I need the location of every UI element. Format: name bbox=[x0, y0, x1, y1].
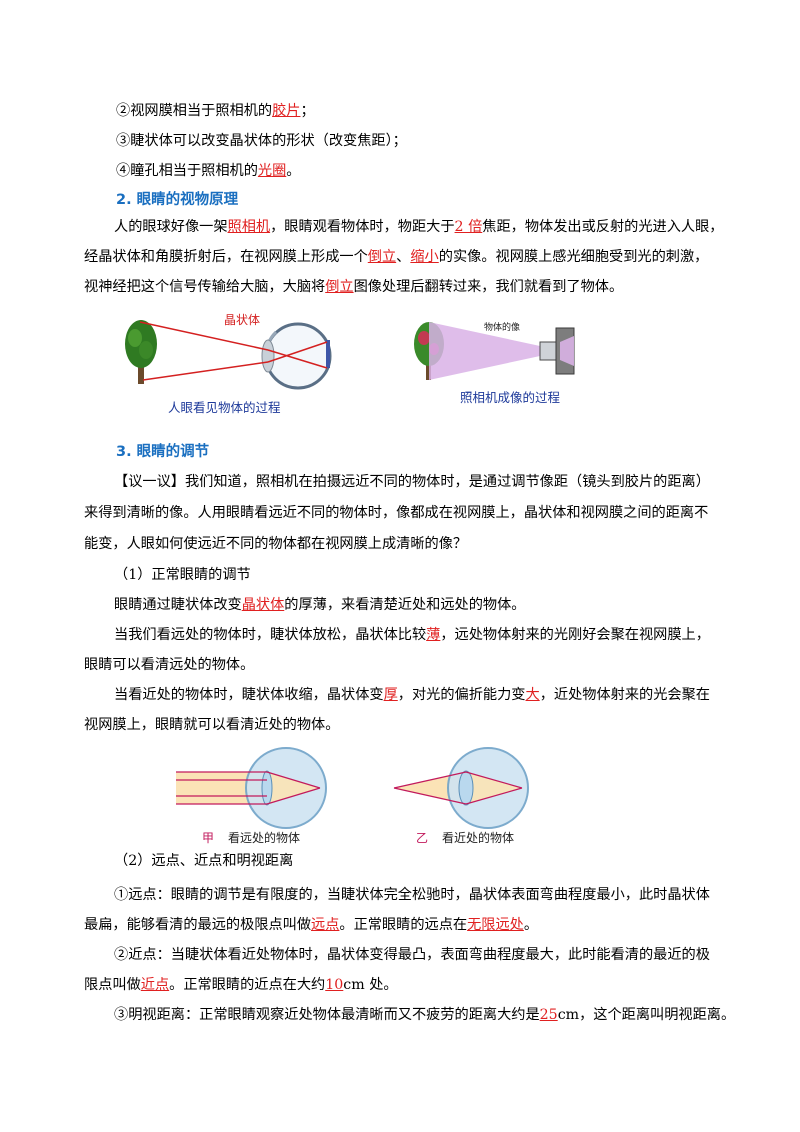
answer-blank: 2 倍 bbox=[454, 219, 483, 235]
figure-caption: 看远处的物体 bbox=[228, 830, 300, 845]
text-line: 经晶状体和角膜折射后，在视网膜上形成一个倒立、缩小的实像。视网膜上感光细胞受到光… bbox=[84, 242, 716, 272]
text: 最扁，能够看清的最远的极限点叫做 bbox=[84, 917, 312, 933]
text: ； bbox=[300, 103, 315, 119]
text-line: 眼睛通过睫状体改变晶状体的厚薄，来看清楚近处和远处的物体。 bbox=[114, 590, 746, 620]
text-line: 限点叫做近点。正常眼睛的近点在大约10cm 处。 bbox=[84, 970, 716, 1000]
text: 焦距，物体发出或反射的光进入人眼， bbox=[482, 219, 724, 235]
text-line: 当看近处的物体时，睫状体收缩，晶状体变厚，对光的偏折能力变大，近处物体射来的光会… bbox=[114, 680, 746, 710]
eye-diagram bbox=[261, 322, 332, 390]
text-line: 来得到清晰的像。人用眼睛看远近不同的物体时，像都成在视网膜上，晶状体和视网膜之间… bbox=[84, 505, 709, 521]
text-line: 视网膜上，眼睛就可以看清近处的物体。 bbox=[84, 717, 340, 733]
section-heading: 2. 眼睛的视物原理 bbox=[116, 192, 239, 208]
image-label: 物体的像 bbox=[484, 321, 520, 333]
section-heading: 3. 眼睛的调节 bbox=[116, 444, 210, 460]
text: 。 bbox=[523, 917, 539, 933]
camera-imaging-figure: 物体的像 照相机成像的过程 bbox=[414, 321, 575, 405]
text: cm，这个距离叫明视距离。 bbox=[557, 1007, 736, 1023]
answer-blank: 近点 bbox=[140, 977, 170, 993]
text-line: ②近点：当睫状体看近处物体时，晶状体变得最凸，表面弯曲程度最大，此时能看清的最近… bbox=[114, 947, 710, 963]
answer-blank: 胶片 bbox=[272, 103, 301, 119]
text: 当看近处的物体时，睫状体收缩，晶状体变 bbox=[114, 687, 384, 703]
text: ，对光的偏折能力变 bbox=[397, 687, 526, 703]
text: 人的眼球好像一架 bbox=[114, 219, 228, 235]
text-line: ①远点：眼睛的调节是有限度的，当睫状体完全松驰时，晶状体表面弯曲程度最小，此时晶… bbox=[114, 887, 710, 903]
answer-blank: 薄 bbox=[426, 627, 441, 643]
text: 当我们看远处的物体时，睫状体放松，晶状体比较 bbox=[114, 627, 427, 643]
text: ③明视距离：正常眼睛观察近处物体最清晰而又不疲劳的距离大约是 bbox=[114, 1007, 540, 1023]
subsection-title: （1）正常眼睛的调节 bbox=[114, 567, 251, 583]
light-rays bbox=[139, 321, 328, 381]
answer-blank: 无限远处 bbox=[467, 917, 524, 933]
figure-mark: 甲 bbox=[202, 831, 214, 845]
text: 眼睛通过睫状体改变 bbox=[114, 597, 242, 613]
answer-blank: 晶状体 bbox=[241, 597, 285, 613]
text-line: 【议一议】我们知道，照相机在拍摄远近不同的物体时，是通过调节像距（镜头到胶片的距… bbox=[114, 474, 710, 490]
text-line: ②视网膜相当于照相机的胶片； bbox=[116, 96, 748, 126]
text: ②视网膜相当于照相机的 bbox=[116, 103, 273, 119]
text: ，近处物体射来的光会聚在 bbox=[539, 687, 710, 703]
text: cm 处。 bbox=[343, 977, 398, 993]
text-line: 能变，人眼如何使远近不同的物体都在视网膜上成清晰的像？ bbox=[84, 536, 468, 552]
text-line: ③明视距离：正常眼睛观察近处物体最清晰而又不疲劳的距离大约是25cm，这个距离叫… bbox=[114, 1000, 746, 1030]
lens-label: 晶状体 bbox=[224, 313, 260, 327]
subsection-title: （2）远点、近点和明视距离 bbox=[114, 853, 294, 869]
text-line: 当我们看远处的物体时，睫状体放松，晶状体比较薄，远处物体射来的光刚好会聚在视网膜… bbox=[114, 620, 746, 650]
text: 视神经把这个信号传输给大脑，大脑将 bbox=[84, 279, 326, 295]
camera-icon bbox=[539, 327, 575, 375]
figure-caption: 看近处的物体 bbox=[442, 830, 514, 845]
eye-vision-figure: 晶状体 人眼看见物体的过程 bbox=[125, 313, 332, 415]
answer-blank: 25 bbox=[539, 1007, 558, 1023]
light-cone bbox=[429, 322, 540, 380]
text-line: ④瞳孔相当于照相机的光圈。 bbox=[116, 156, 748, 186]
text: 的实像。视网膜上感光细胞受到光的刺激， bbox=[438, 249, 709, 265]
text: ④瞳孔相当于照相机的 bbox=[116, 163, 258, 179]
near-object-diagram bbox=[393, 747, 529, 829]
answer-blank: 大 bbox=[525, 687, 540, 703]
text-line: 视神经把这个信号传输给大脑，大脑将倒立图像处理后翻转过来，我们就看到了物体。 bbox=[84, 272, 716, 302]
text-line: 人的眼球好像一架照相机，眼睛观看物体时，物距大于2 倍焦距，物体发出或反射的光进… bbox=[114, 212, 746, 242]
text: 的厚薄，来看清楚近处和远处的物体。 bbox=[284, 597, 526, 613]
text: ，眼睛观看物体时，物距大于 bbox=[270, 219, 455, 235]
figure-caption: 照相机成像的过程 bbox=[460, 390, 561, 405]
text-line: 最扁，能够看清的最远的极限点叫做远点。正常眼睛的远点在无限远处。 bbox=[84, 910, 716, 940]
text: ，远处物体射来的光刚好会聚在视网膜上， bbox=[440, 627, 710, 643]
text: 经晶状体和角膜折射后，在视网膜上形成一个 bbox=[84, 249, 368, 265]
text: 图像处理后翻转过来，我们就看到了物体。 bbox=[353, 279, 624, 295]
figure-caption: 人眼看见物体的过程 bbox=[168, 400, 281, 415]
far-object-diagram bbox=[176, 747, 327, 829]
answer-blank: 倒立 bbox=[325, 279, 354, 295]
answer-blank: 倒立 bbox=[367, 249, 397, 265]
text-line: ③睫状体可以改变晶状体的形状（改变焦距）； bbox=[116, 133, 407, 149]
answer-blank: 照相机 bbox=[227, 219, 271, 235]
answer-blank: 远点 bbox=[311, 917, 340, 933]
text: 。 bbox=[286, 163, 301, 179]
text: 、 bbox=[396, 249, 411, 265]
answer-blank: 光圈 bbox=[257, 163, 287, 179]
text-line: 眼睛可以看清远处的物体。 bbox=[84, 657, 255, 673]
eye-accommodation-figure: 甲 看远处的物体 乙 看近处的物体 bbox=[176, 747, 529, 845]
text: 。正常眼睛的近点在大约 bbox=[169, 977, 326, 993]
text: 限点叫做 bbox=[84, 977, 141, 993]
answer-blank: 10 bbox=[325, 977, 344, 993]
text: 。正常眼睛的远点在 bbox=[339, 917, 468, 933]
tree-icon bbox=[125, 320, 157, 384]
answer-blank: 厚 bbox=[383, 687, 398, 703]
answer-blank: 缩小 bbox=[410, 249, 439, 265]
figure-mark: 乙 bbox=[416, 831, 428, 845]
